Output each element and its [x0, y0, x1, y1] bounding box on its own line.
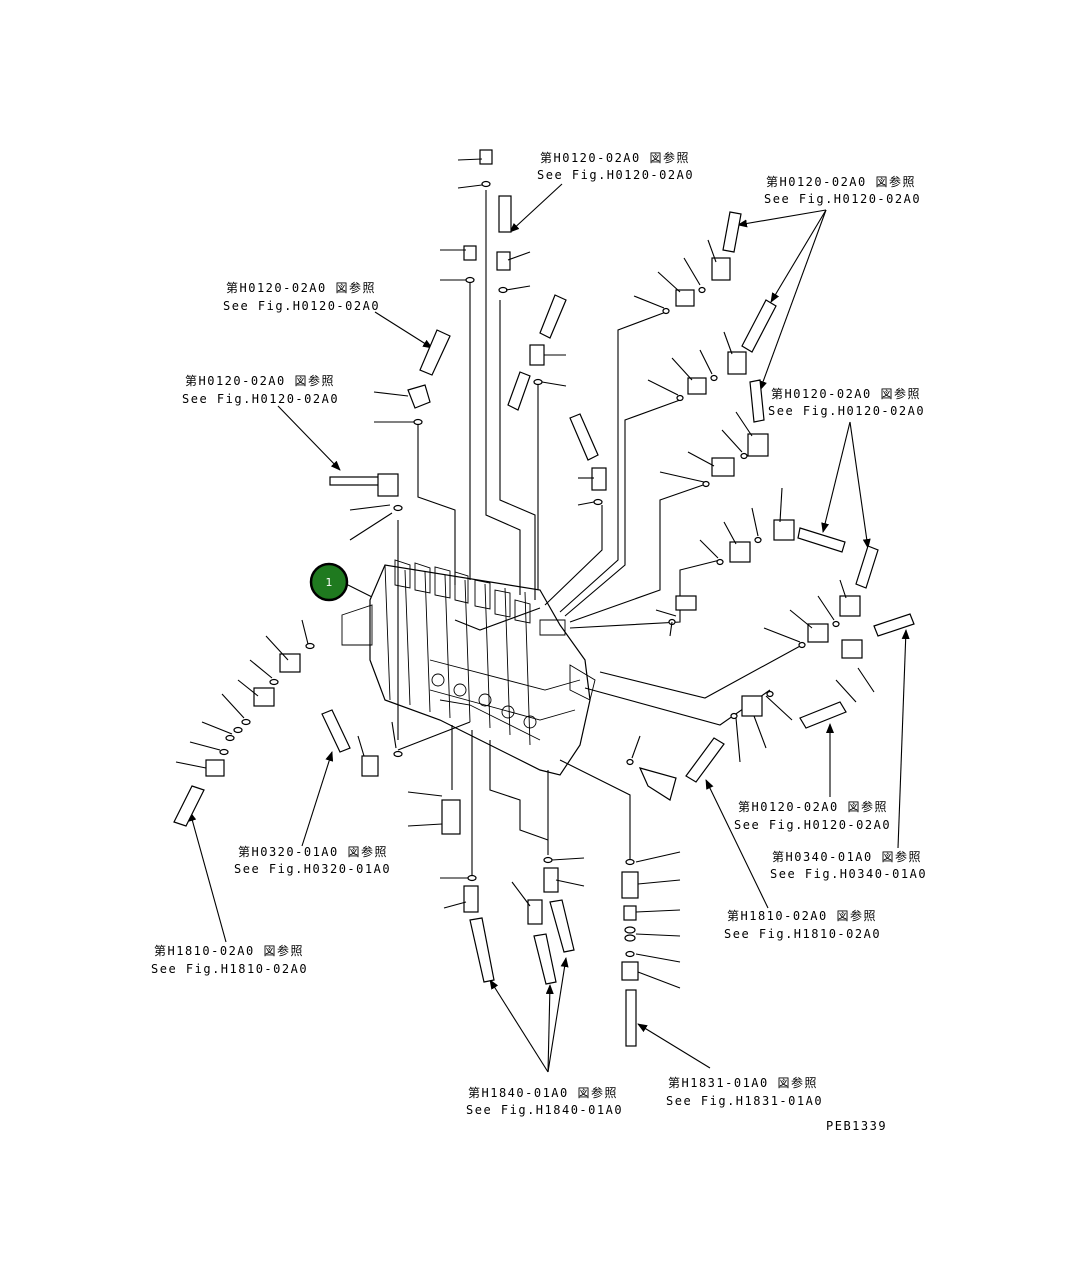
svg-text:See Fig.H0120-02A0: See Fig.H0120-02A0	[223, 299, 380, 313]
svg-text:第H0120-02A0 図参照: 第H0120-02A0 図参照	[540, 150, 690, 165]
svg-text:See Fig.H0320-01A0: See Fig.H0320-01A0	[234, 862, 391, 876]
svg-text:第H0340-01A0 図参照: 第H0340-01A0 図参照	[772, 849, 922, 864]
ref-label-k: 第H1840-01A0 図参照 See Fig.H1840-01A0	[466, 1085, 623, 1117]
ref-label-g: 第H0320-01A0 図参照 See Fig.H0320-01A0	[234, 844, 391, 876]
svg-text:See Fig.H0120-02A0: See Fig.H0120-02A0	[768, 404, 925, 418]
svg-text:See Fig.H0340-01A0: See Fig.H0340-01A0	[770, 867, 927, 881]
control-valve-assembly	[341, 559, 596, 776]
svg-text:第H0120-02A0 図参照: 第H0120-02A0 図参照	[226, 280, 376, 295]
svg-text:第H0120-02A0 図参照: 第H0120-02A0 図参照	[738, 799, 888, 814]
svg-text:第H0120-02A0 図参照: 第H0120-02A0 図参照	[766, 174, 916, 189]
callout-item-1[interactable]: 1	[309, 562, 379, 602]
svg-text:See Fig.H1810-02A0: See Fig.H1810-02A0	[151, 962, 308, 976]
callout-badge[interactable]	[309, 562, 349, 602]
ref-label-b: 第H0120-02A0 図参照 See Fig.H0120-02A0	[764, 174, 921, 206]
svg-text:第H1810-02A0 図参照: 第H1810-02A0 図参照	[727, 908, 877, 923]
pipe-routing	[397, 190, 803, 875]
svg-text:See Fig.H0120-02A0: See Fig.H0120-02A0	[734, 818, 891, 832]
svg-text:See Fig.H0120-02A0: See Fig.H0120-02A0	[764, 192, 921, 206]
ref-label-j: 第H1810-02A0 図参照 See Fig.H1810-02A0	[151, 943, 308, 976]
ref-label-a: 第H0120-02A0 図参照 See Fig.H0120-02A0	[537, 150, 694, 182]
drawing-code: PEB1339	[826, 1119, 887, 1133]
svg-text:See Fig.H1840-01A0: See Fig.H1840-01A0	[466, 1103, 623, 1117]
ref-label-f: 第H0120-02A0 図参照 See Fig.H0120-02A0	[734, 799, 891, 832]
svg-text:第H0320-01A0 図参照: 第H0320-01A0 図参照	[238, 844, 388, 859]
svg-text:1: 1	[326, 576, 333, 589]
svg-text:第H1831-01A0 図参照: 第H1831-01A0 図参照	[668, 1075, 818, 1090]
svg-text:See Fig.H0120-02A0: See Fig.H0120-02A0	[537, 168, 694, 182]
ref-label-l: 第H1831-01A0 図参照 See Fig.H1831-01A0	[666, 1075, 823, 1108]
ref-label-h: 第H0340-01A0 図参照 See Fig.H0340-01A0	[770, 849, 927, 881]
svg-text:See Fig.H1810-02A0: See Fig.H1810-02A0	[724, 927, 881, 941]
ref-label-c: 第H0120-02A0 図参照 See Fig.H0120-02A0	[223, 280, 380, 313]
svg-text:第H1840-01A0 図参照: 第H1840-01A0 図参照	[468, 1085, 618, 1100]
fittings	[173, 149, 915, 1047]
ref-label-d: 第H0120-02A0 図参照 See Fig.H0120-02A0	[182, 373, 339, 406]
leader-lines	[175, 158, 875, 989]
svg-text:第H0120-02A0 図参照: 第H0120-02A0 図参照	[185, 373, 335, 388]
svg-text:See Fig.H1831-01A0: See Fig.H1831-01A0	[666, 1094, 823, 1108]
reference-arrows	[188, 183, 910, 1073]
svg-text:第H1810-02A0 図参照: 第H1810-02A0 図参照	[154, 943, 304, 958]
svg-text:See Fig.H0120-02A0: See Fig.H0120-02A0	[182, 392, 339, 406]
ref-label-e: 第H0120-02A0 図参照 See Fig.H0120-02A0	[768, 386, 925, 418]
ref-label-i: 第H1810-02A0 図参照 See Fig.H1810-02A0	[724, 908, 881, 941]
svg-text:第H0120-02A0 図参照: 第H0120-02A0 図参照	[771, 386, 921, 401]
